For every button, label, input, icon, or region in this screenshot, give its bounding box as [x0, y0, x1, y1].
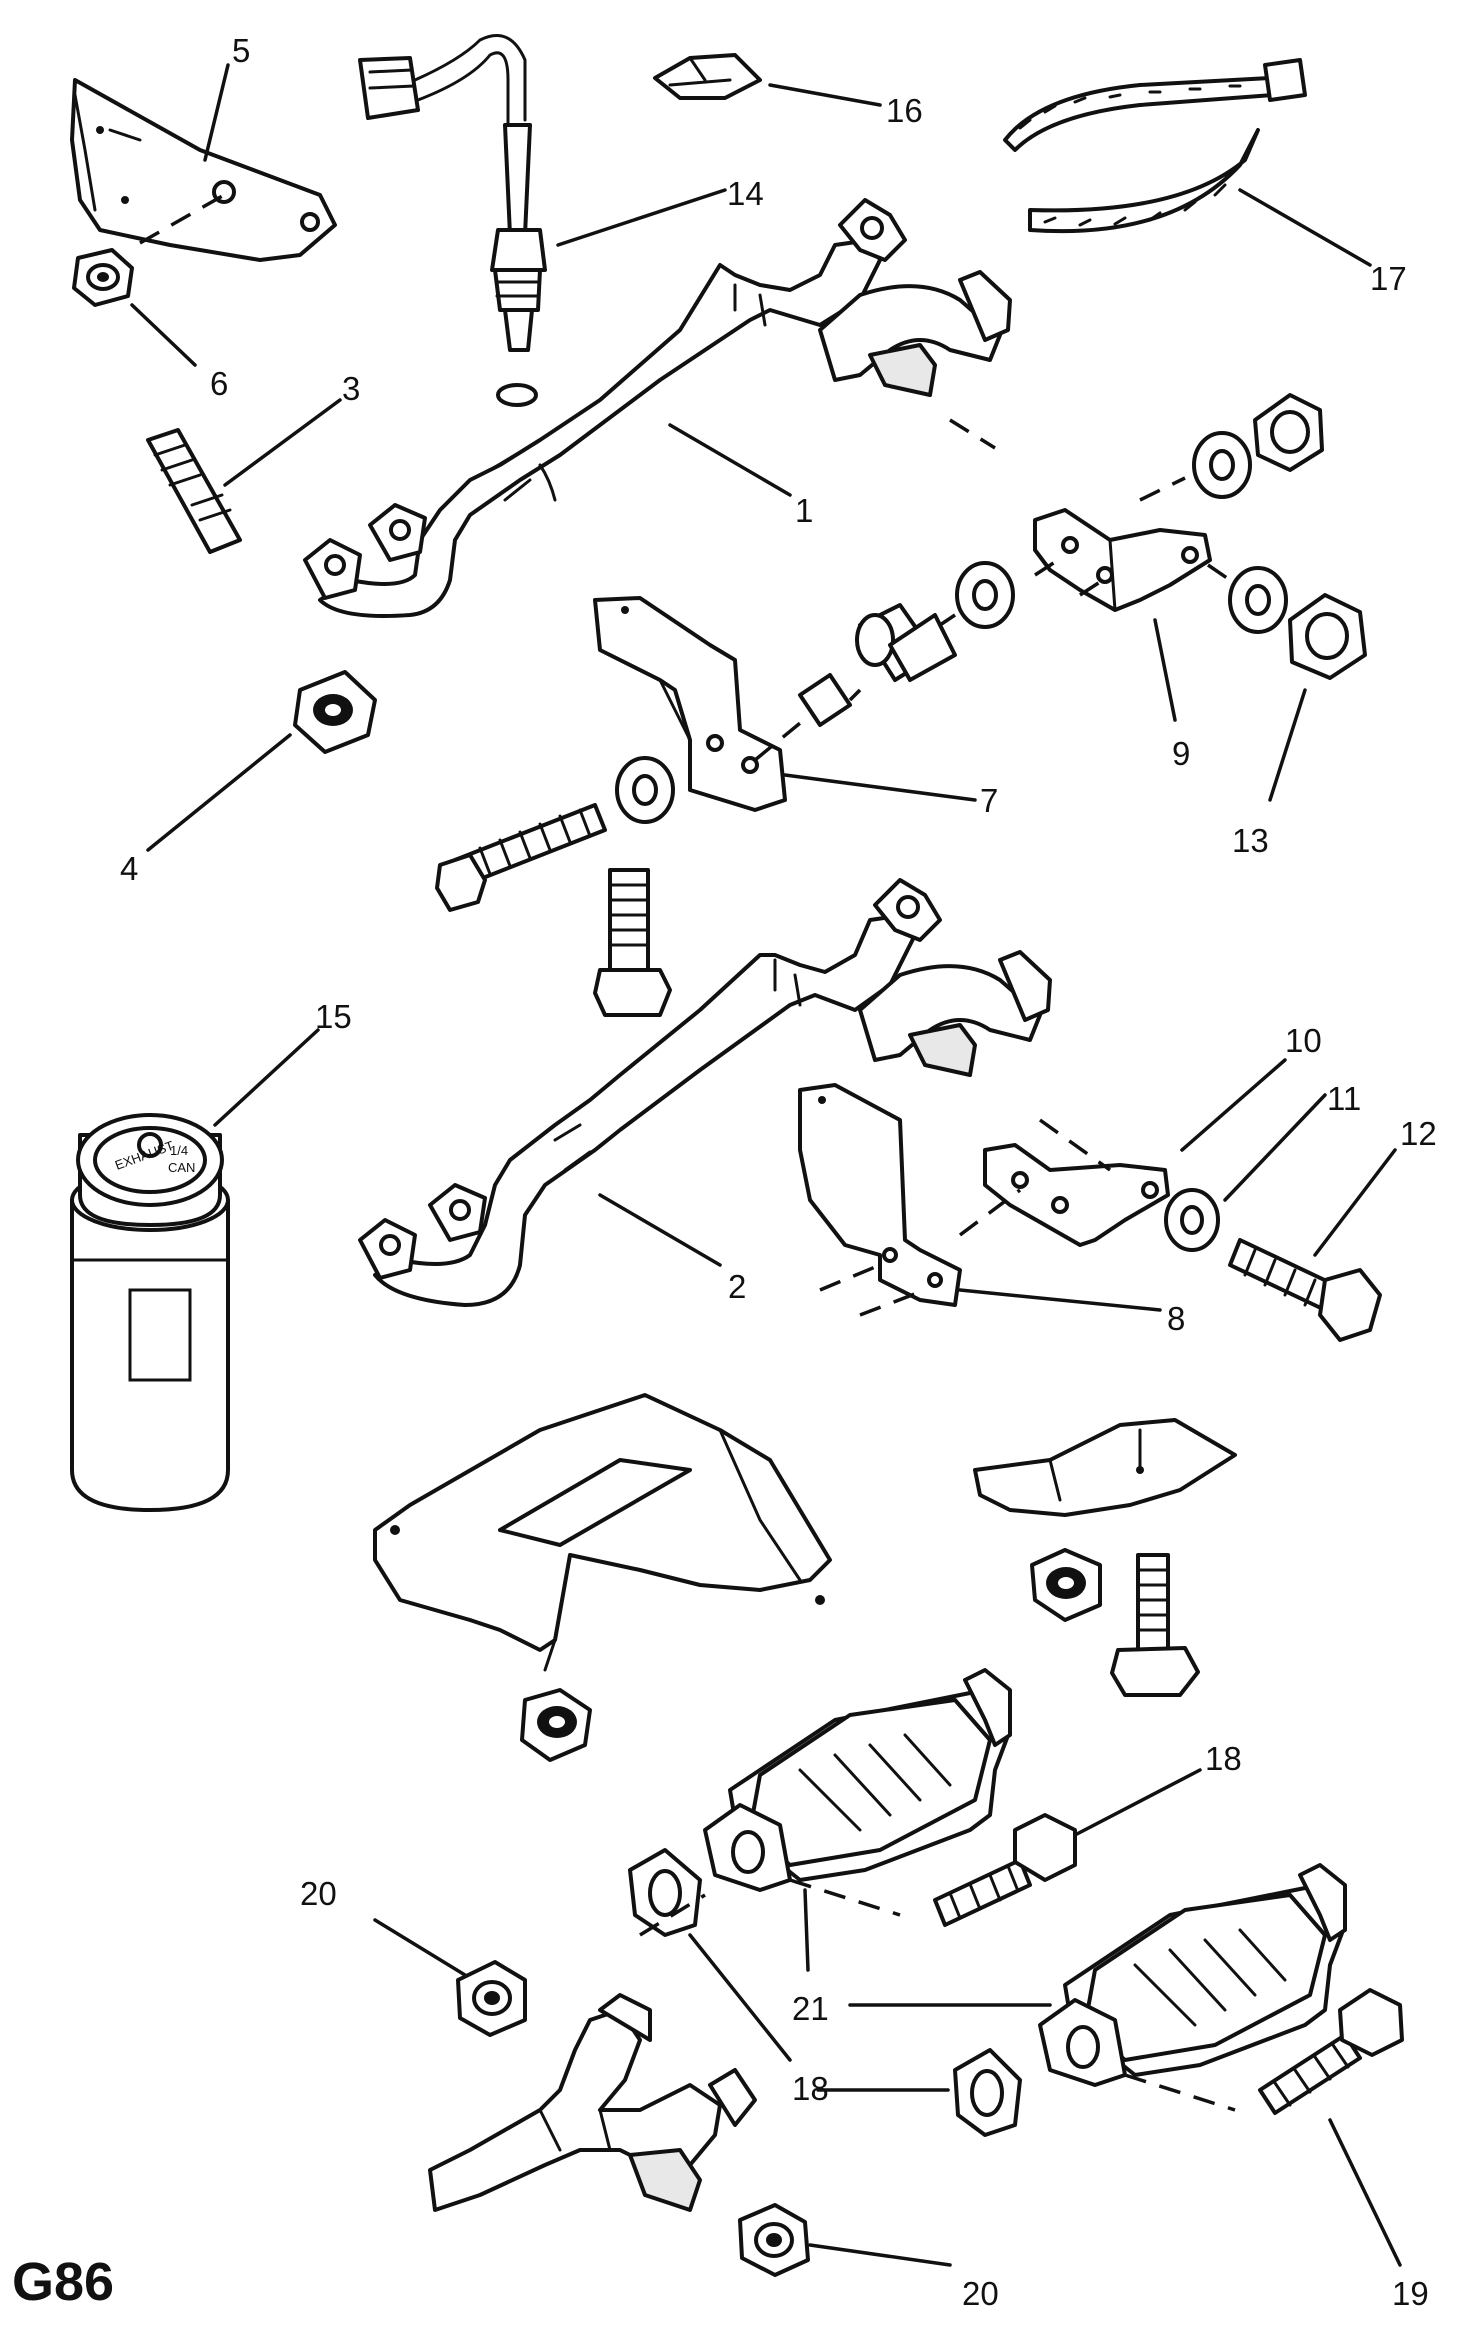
callout-4: 4	[120, 850, 138, 887]
washer-icon	[1228, 566, 1288, 634]
callout-18-middle: 18	[792, 2070, 829, 2107]
stud-icon	[146, 428, 242, 554]
gasket-icon	[953, 2048, 1022, 2137]
callout-18-upper: 18	[1205, 1740, 1242, 1777]
callout-16: 16	[886, 92, 923, 129]
bolt-icon	[1228, 1238, 1382, 1342]
callout-7: 7	[980, 782, 998, 819]
nut-icon	[293, 670, 377, 754]
nut-icon	[738, 2203, 810, 2277]
catalytic-converter-icon	[703, 1668, 1012, 1892]
oxygen-sensor-icon	[358, 34, 547, 407]
callout-9: 9	[1172, 735, 1190, 772]
callout-19: 19	[1392, 2275, 1429, 2312]
nut-icon	[72, 248, 134, 307]
exhaust-downpipe-icon	[428, 1993, 757, 2212]
callout-10: 10	[1285, 1022, 1322, 1059]
callout-20-lower: 20	[962, 2275, 999, 2312]
bolt-icon	[1258, 1988, 1404, 2115]
can-label-line2: 1/4	[170, 1143, 188, 1158]
figure-code: G86	[12, 2252, 114, 2312]
heat-shield-icon	[973, 1418, 1237, 1517]
callout-11: 11	[1327, 1080, 1361, 1117]
callout-2: 2	[728, 1268, 746, 1305]
callout-13: 13	[1232, 822, 1269, 859]
washer-icon	[1192, 431, 1252, 499]
bracket-icon	[983, 1143, 1170, 1247]
bolt-icon	[435, 803, 607, 912]
nut-icon	[456, 1960, 527, 2037]
callout-numbers: 5 6 3 4 14 16 17 1 7 9 13 15 2 8 10 11 1…	[12, 32, 1437, 2312]
clip-icon	[653, 53, 762, 100]
bracket-icon	[798, 1083, 962, 1307]
bolt-icon	[593, 868, 672, 1017]
callout-3: 3	[342, 370, 360, 407]
exhaust-downpipe-icon	[303, 198, 1012, 618]
bracket-icon	[1033, 508, 1212, 612]
nut-icon	[1030, 1548, 1102, 1622]
bolt-icon	[933, 1813, 1077, 1927]
can-label-line3: CAN	[168, 1160, 195, 1175]
callout-1: 1	[795, 492, 813, 529]
nut-icon	[1288, 593, 1367, 680]
callout-14: 14	[727, 175, 764, 212]
heat-shield-icon	[373, 1393, 832, 1672]
gasket-icon	[628, 1848, 702, 1937]
washer-icon	[955, 561, 1015, 629]
callout-6: 6	[210, 365, 228, 402]
washer-icon	[1164, 1188, 1220, 1252]
heat-shield-icon	[70, 78, 337, 262]
callout-17: 17	[1370, 260, 1407, 297]
exhaust-downpipe-icon	[358, 878, 1052, 1307]
callout-20-upper: 20	[300, 1875, 337, 1912]
nut-icon	[1253, 393, 1324, 472]
nut-icon	[520, 1688, 592, 1762]
paste-can-icon: EXHAUST 1/4 CAN	[70, 1113, 230, 1512]
bushing-icon	[798, 603, 957, 727]
cable-tie-icon	[1003, 58, 1307, 234]
leader-lines	[130, 63, 1402, 2267]
washer-icon	[615, 756, 675, 824]
bracket-icon	[593, 596, 787, 812]
bolt-icon	[1110, 1553, 1200, 1697]
callout-15: 15	[315, 998, 352, 1035]
callout-12: 12	[1400, 1115, 1437, 1152]
callout-5: 5	[232, 32, 250, 69]
callout-8: 8	[1167, 1300, 1185, 1337]
catalytic-converter-icon	[1038, 1863, 1347, 2087]
callout-21: 21	[792, 1990, 829, 2027]
